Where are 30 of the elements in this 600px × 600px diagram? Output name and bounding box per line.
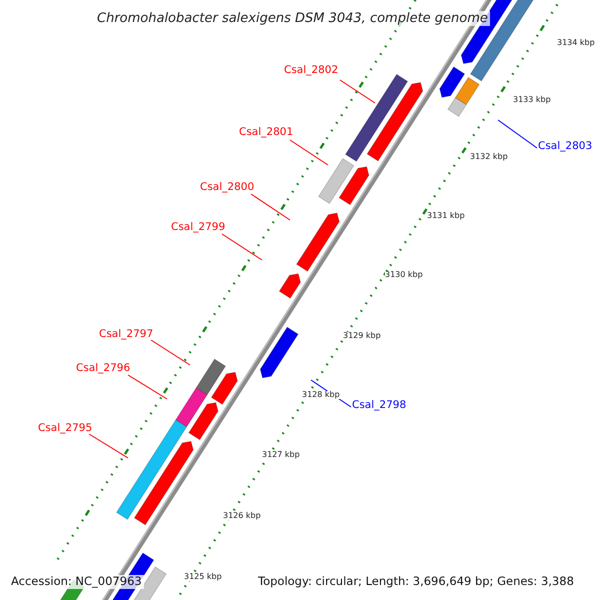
gene-label: Csal_2797 [99,329,154,340]
gene-label: Csal_2796 [76,363,130,374]
leader-line [498,120,538,148]
scale-label: 3134 kbp [557,39,595,47]
scale-label: 3125 kbp [184,573,222,581]
info-text: Accession: NC_007963 [9,575,144,588]
scale-label: 3133 kbp [513,96,551,104]
leader-line [340,80,376,104]
gene-label: Csal_2795 [38,423,92,434]
leader-line [128,374,168,400]
leader-line [150,340,190,366]
scale-label: 3132 kbp [470,153,508,161]
leader-line [222,234,262,260]
scale-label: 3130 kbp [385,271,423,279]
scale-label: 3128 kbp [302,391,340,399]
gene-label: Csal_2800 [200,182,254,192]
gene-label: Csal_2803 [538,141,592,152]
gene-label: Csal_2799 [171,222,226,232]
scale-label: 3131 kbp [427,212,465,220]
scale-label: 3129 kbp [343,332,381,340]
leader-line [290,140,328,166]
gene-label: Csal_2801 [239,127,294,138]
scale-label: 3126 kbp [223,512,261,520]
gene-label: Csal_2798 [352,400,406,410]
leader-line [250,194,290,220]
leader-line [88,434,128,458]
gene-label: Csal_2802 [284,65,338,76]
scale-label: 3127 kbp [262,451,300,459]
title: Chromohalobacter salexigens DSM 3043, complete genome [95,11,490,26]
info-text: Topology: circular; Length: 3,696,649 bp; Genes: 3,388 [256,575,576,588]
